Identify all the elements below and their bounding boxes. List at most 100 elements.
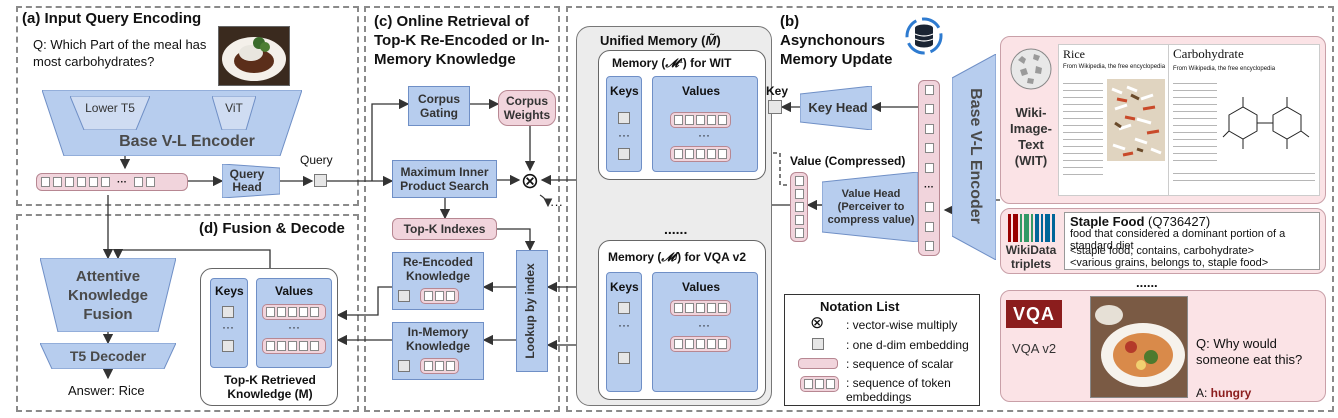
memory-wit-prefix: Memory (: [612, 56, 666, 70]
panel-c-title: (c) Online Retrieval of Top-K Re-Encoded…: [374, 13, 550, 68]
wit-key-square-2: [618, 148, 630, 160]
attentive-fusion-label: Attentive Knowledge Fusion: [67, 267, 148, 323]
encoded-sequence-vertical: ···: [918, 80, 940, 256]
query-question: Q: Which Part of the meal has most carbo…: [33, 37, 207, 69]
notation-item-embedding: : one d-dim embedding: [846, 338, 969, 352]
retrieved-values-label: Values: [275, 284, 314, 298]
vqa-key-square-2: [618, 352, 630, 364]
lactose-structure: [1221, 85, 1315, 165]
in-memory-key-square: [398, 360, 410, 372]
wikidata-entry: [1064, 212, 1320, 270]
wit-values-dots: ···: [698, 128, 710, 142]
vit-label: ViT: [225, 101, 243, 115]
wit-keys-column: [606, 76, 642, 172]
vqa-logo: VQA: [1006, 300, 1062, 328]
wit-keys-dots: ···: [618, 128, 630, 142]
vqa-keys-column: [606, 272, 642, 392]
lookup-by-index-label: Lookup by index: [523, 263, 537, 359]
re-encoded-label: Re-Encoded Knowledge: [402, 255, 473, 283]
memory-vqa-prefix: Memory (: [608, 250, 662, 264]
base-vl-encoder-memory-label: Base V-L Encoder: [967, 88, 984, 224]
memory-wit-symbol: 𝓜¹: [665, 56, 683, 70]
retrieved-values-dots: ···: [288, 320, 300, 334]
vqa-label: VQA v2: [1012, 341, 1057, 356]
vqa-value-tokens: [670, 300, 731, 316]
query-embedding-square: [314, 174, 327, 187]
carb-article-title: Carbohydrate: [1173, 46, 1244, 61]
vqa-answer-prefix: A:: [1196, 386, 1211, 400]
wikidata-description: food that considered a dominant portion …: [1070, 228, 1286, 252]
carb-article-subtitle: From Wikipedia, the free encyclopedia: [1173, 66, 1276, 72]
rice-text-lines: [1063, 79, 1103, 179]
memory-wit-suffix: ) for WIT: [682, 56, 732, 70]
notation-item-multiply: : vector-wise multiply: [846, 318, 958, 332]
carb-text-lines: [1173, 79, 1217, 161]
value-compressed-sequence: [790, 172, 808, 242]
retrieved-keys-dots: ···: [222, 320, 234, 334]
wikidata-entity-id: (Q736427): [1148, 214, 1211, 229]
re-encoded-value-tokens: [420, 288, 459, 304]
notation-title: Notation List: [820, 299, 900, 314]
retrieved-key-square: [222, 306, 234, 318]
vqa-values-column: [652, 272, 758, 392]
notation-embedding-icon: [812, 338, 824, 350]
in-memory-label: In-Memory Knowledge: [405, 325, 470, 353]
wit-article-carbohydrate: Carbohydrate From Wikipedia, the free en…: [1168, 44, 1320, 196]
corpus-weights-block: Corpus Weights: [498, 90, 556, 126]
retrieved-keys-label: Keys: [215, 284, 244, 298]
base-encoder-query-label: Base V-L Encoder: [119, 133, 255, 150]
vertical-dots: ···: [924, 181, 934, 193]
wit-values-label: Values: [682, 84, 721, 98]
rice-article-subtitle: From Wikipedia, the free encyclopedia: [1063, 64, 1166, 70]
vqa-key-square: [618, 302, 630, 314]
wikidata-triplet-2: <various grains, belongs to, staple food…: [1070, 257, 1269, 269]
unified-memory-prefix: Unified Memory (: [600, 33, 706, 48]
vit-block: [211, 95, 257, 131]
t5-decoder-label: T5 Decoder: [69, 348, 147, 364]
wit-value-tokens-2: [670, 146, 731, 162]
lower-t5-block: [69, 95, 151, 131]
key-embedding-square: [768, 100, 782, 114]
unified-memory-title: Unified Memory (M̃): [600, 34, 721, 48]
wit-key-square: [618, 112, 630, 124]
carb-footer-lines: [1173, 169, 1315, 187]
vqa-keys-dots: ···: [618, 318, 630, 332]
notation-item-tokens: : sequence of token embeddings: [846, 376, 951, 404]
rice-photo: [1107, 79, 1165, 161]
vqa-food-photo: [1090, 296, 1188, 398]
wikidata-entity-name: Staple Food: [1070, 214, 1145, 229]
t5-decoder-block: [39, 342, 177, 370]
wikidata-triplet-1: <staple food, contains, carbohydrate>: [1070, 245, 1255, 257]
memory-vqa-suffix: ) for VQA v2: [677, 250, 747, 264]
wit-label: Wiki-Image-Text (WIT): [1010, 105, 1052, 168]
lower-t5-label: Lower T5: [85, 101, 135, 115]
panel-d-title: (d) Fusion & Decode: [199, 220, 345, 237]
wikidata-title: Staple Food (Q736427): [1070, 215, 1210, 229]
wit-keys-label: Keys: [610, 84, 639, 98]
wit-article-rice: Rice From Wikipedia, the free encycloped…: [1058, 44, 1170, 196]
notation-item-scalar: : sequence of scalar: [846, 357, 954, 371]
database-sync-icon: [904, 16, 944, 56]
retrieved-key-square-2: [222, 340, 234, 352]
corpus-gating-block: Corpus Gating: [408, 86, 470, 126]
vqa-answer: A: hungry: [1196, 386, 1251, 400]
answer-text: Answer: Rice: [68, 383, 145, 398]
vqa-values-label: Values: [682, 280, 721, 294]
re-encoded-key-square: [398, 290, 410, 302]
value-head-label: Value Head (Perceiver to compress value): [827, 187, 915, 226]
wikipedia-globe-icon: [1008, 46, 1054, 92]
key-label: Key: [766, 84, 789, 98]
retrieved-value-tokens: [262, 304, 326, 320]
retrieved-value-tokens-2: [262, 338, 326, 354]
memory-ellipsis: ......: [664, 221, 688, 237]
mips-block: Maximum Inner Product Search: [392, 160, 497, 198]
vqa-keys-label: Keys: [610, 280, 639, 294]
attentive-fusion-block: [39, 257, 177, 333]
multiply-symbol: ⊗: [520, 168, 540, 193]
unified-memory-suffix: ): [716, 33, 721, 48]
wikidata-barcode-icon: [1008, 214, 1058, 242]
query-label: Query: [300, 153, 333, 167]
notation-multiply-icon: ⊗: [810, 313, 825, 332]
in-memory-value-tokens: [420, 358, 459, 374]
panel-input-query-encoding: [16, 6, 359, 206]
